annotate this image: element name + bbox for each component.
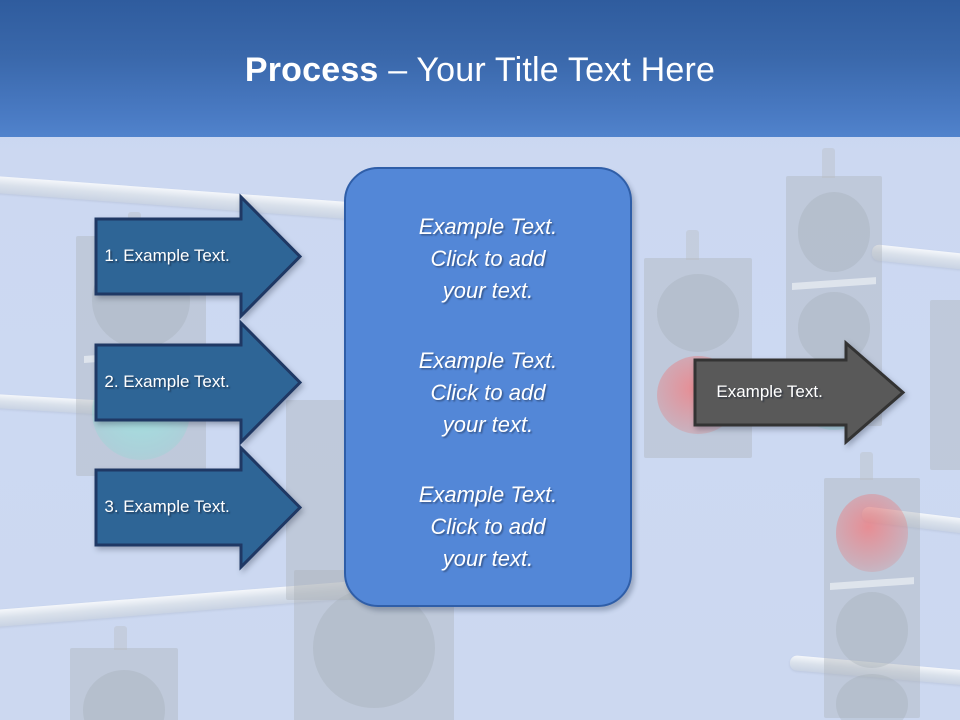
- traffic-light-lamp-off: [797, 192, 871, 272]
- step-arrow-1-shape: [94, 193, 303, 320]
- traffic-light-lamp-red: [835, 494, 909, 572]
- traffic-light-lamp-off: [835, 592, 909, 668]
- step-arrow-2-shape: [94, 319, 303, 446]
- page-title-bold: Process: [244, 51, 389, 89]
- pole-right-upper: [871, 244, 960, 277]
- traffic-light-lamp-off: [656, 274, 740, 352]
- traffic-light-stem: [686, 230, 699, 260]
- traffic-light-lamp-off: [313, 588, 435, 708]
- traffic-light-lower-right-red: [824, 452, 920, 720]
- center-content-box[interactable]: Example Text. Click to add your text. Ex…: [344, 167, 632, 607]
- traffic-light-visor: [829, 577, 915, 590]
- traffic-light-stem: [822, 148, 835, 178]
- traffic-light-left-lower: [70, 626, 178, 720]
- traffic-light-right-edge: [930, 300, 960, 470]
- result-arrow[interactable]: Example Text.: [693, 339, 906, 446]
- traffic-light-lamp-off: [82, 670, 166, 720]
- slide-header-band: Process – Your Title Text Here: [0, 0, 960, 137]
- center-box-paragraph-2: Example Text. Click to add your text.: [418, 348, 558, 437]
- traffic-light-center-bottom: [294, 570, 454, 720]
- step-arrow-3[interactable]: 3. Example Text.: [94, 444, 303, 571]
- center-box-paragraph-3: Example Text. Click to add your text.: [418, 482, 558, 571]
- traffic-light-lamp-off: [835, 674, 909, 720]
- step-arrow-2[interactable]: 2. Example Text.: [94, 319, 303, 446]
- traffic-light-stem: [860, 452, 873, 480]
- page-title-rest: – Your Title Text Here: [388, 51, 716, 89]
- step-arrow-3-shape: [94, 444, 303, 571]
- page-title: Process – Your Title Text Here: [0, 50, 960, 90]
- traffic-light-stem: [114, 626, 127, 650]
- result-arrow-shape: [693, 339, 906, 446]
- center-box-paragraph-1: Example Text. Click to add your text.: [418, 214, 558, 303]
- traffic-light-visor: [791, 277, 877, 290]
- step-arrow-1[interactable]: 1. Example Text.: [94, 193, 303, 320]
